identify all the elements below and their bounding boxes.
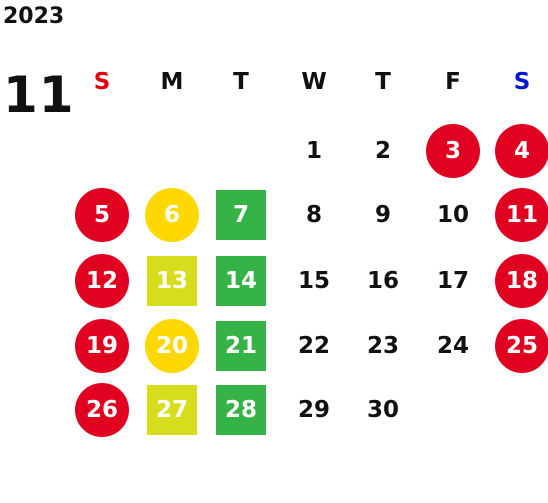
calendar-year: 2023 [3, 4, 65, 29]
day-cell-24[interactable]: 24 [436, 333, 469, 359]
day-cell-12[interactable]: 12 [75, 254, 129, 308]
weekday-mon: M [160, 69, 184, 95]
day-cell-5[interactable]: 5 [75, 188, 129, 242]
day-cell-10[interactable]: 10 [436, 202, 469, 228]
day-cell-13[interactable]: 13 [147, 256, 197, 306]
day-cell-2[interactable]: 2 [374, 138, 391, 164]
day-cell-19[interactable]: 19 [75, 319, 129, 373]
day-cell-25[interactable]: 25 [495, 319, 548, 373]
day-cell-29[interactable]: 29 [297, 397, 330, 423]
day-cell-18[interactable]: 18 [495, 254, 548, 308]
calendar-month: 11 [3, 66, 75, 124]
day-cell-7[interactable]: 7 [216, 190, 266, 240]
day-cell-23[interactable]: 23 [366, 333, 399, 359]
day-cell-11[interactable]: 11 [495, 188, 548, 242]
day-cell-28[interactable]: 28 [216, 385, 266, 435]
weekday-wed: W [301, 69, 327, 95]
day-cell-6[interactable]: 6 [145, 188, 199, 242]
weekday-fri: F [445, 69, 461, 95]
day-cell-16[interactable]: 16 [366, 268, 399, 294]
day-cell-22[interactable]: 22 [297, 333, 330, 359]
day-cell-14[interactable]: 14 [216, 256, 266, 306]
day-cell-27[interactable]: 27 [147, 385, 197, 435]
weekday-sat: S [513, 69, 531, 95]
day-cell-26[interactable]: 26 [75, 383, 129, 437]
weekday-thu: T [375, 69, 391, 95]
day-cell-4[interactable]: 4 [495, 124, 548, 178]
day-cell-20[interactable]: 20 [145, 319, 199, 373]
day-cell-3[interactable]: 3 [426, 124, 480, 178]
day-cell-8[interactable]: 8 [305, 202, 322, 228]
day-cell-30[interactable]: 30 [366, 397, 399, 423]
day-cell-21[interactable]: 21 [216, 321, 266, 371]
day-cell-15[interactable]: 15 [297, 268, 330, 294]
weekday-sun: S [93, 69, 111, 95]
day-cell-17[interactable]: 17 [436, 268, 469, 294]
day-cell-9[interactable]: 9 [374, 202, 391, 228]
weekday-tue: T [233, 69, 249, 95]
day-cell-1[interactable]: 1 [305, 138, 322, 164]
